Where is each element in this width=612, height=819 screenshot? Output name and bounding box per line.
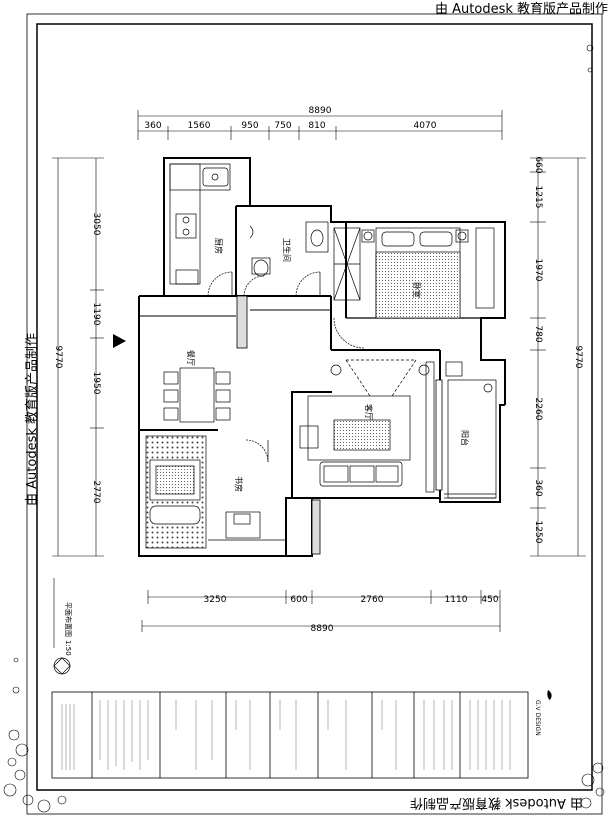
- plan-title-block: 平面布置图 1:50: [53, 578, 73, 656]
- study: [145, 435, 286, 549]
- balcony: [444, 361, 497, 499]
- plan-scale: 1:50: [64, 640, 72, 656]
- room-dining: 餐厅: [186, 350, 195, 366]
- dim-left-total: 9770: [53, 346, 63, 369]
- bathroom: [243, 221, 329, 297]
- dim-right-seg: 660: [533, 156, 543, 173]
- dim-right-seg: 2260: [533, 398, 543, 421]
- sheet-border: [3, 13, 605, 815]
- dim-right-seg: 780: [533, 325, 543, 342]
- dim-left-seg: 3050: [91, 213, 101, 236]
- dim-bottom-seg: 450: [481, 595, 498, 605]
- dim-bottom-seg: 1110: [445, 595, 468, 605]
- watermark-top: 由 Autodesk 教育版产品制作: [435, 2, 608, 17]
- dimension-lines: [52, 110, 586, 632]
- dim-bottom-seg: 2760: [361, 595, 384, 605]
- dim-bottom-seg: 3250: [204, 595, 227, 605]
- room-study: 书房: [234, 476, 244, 492]
- dim-left-seg: 1950: [91, 372, 101, 395]
- dim-right-seg: 1250: [533, 521, 543, 544]
- dim-right-total: 9770: [573, 346, 583, 369]
- room-living: 客厅: [364, 404, 374, 420]
- wall-fills: [236, 295, 443, 555]
- dim-top-seg: 360: [144, 121, 161, 131]
- room-kitchen: 厨房: [214, 238, 224, 254]
- dim-bottom-total: 8890: [311, 624, 334, 634]
- dim-top-seg: 950: [241, 121, 258, 131]
- room-balcony: 阳台: [460, 430, 470, 446]
- title-block: [51, 691, 529, 779]
- living: [299, 359, 435, 493]
- kitchen: [169, 163, 233, 297]
- dim-top-seg: 750: [274, 121, 291, 131]
- bedroom: [333, 227, 495, 349]
- logo-icon: [547, 690, 552, 700]
- entry-arrow-icon: [113, 334, 126, 348]
- walls: [138, 157, 506, 557]
- logo-text: G.V DESIGN: [534, 700, 541, 736]
- dim-top-seg: 1560: [188, 121, 211, 131]
- dim-right-seg: 1970: [533, 259, 543, 282]
- plan-title: 平面布置图: [64, 602, 73, 637]
- dimension-texts: 8890 360 1560 950 750 810 4070 3250 600 …: [53, 106, 583, 634]
- dim-top-total: 8890: [309, 106, 332, 116]
- compass-icon: [53, 657, 71, 675]
- dim-bottom-seg: 600: [290, 595, 307, 605]
- dim-right-seg: 1215: [533, 186, 543, 209]
- dim-top-seg: 4070: [414, 121, 437, 131]
- dim-left-seg: 2770: [91, 481, 101, 504]
- dim-right-seg: 360: [533, 479, 543, 496]
- dim-top-seg: 810: [308, 121, 325, 131]
- room-bathroom: 卫生间: [282, 238, 292, 262]
- dim-left-seg: 1190: [91, 303, 101, 326]
- room-bedroom: 卧室: [412, 282, 422, 298]
- dining: [163, 367, 231, 423]
